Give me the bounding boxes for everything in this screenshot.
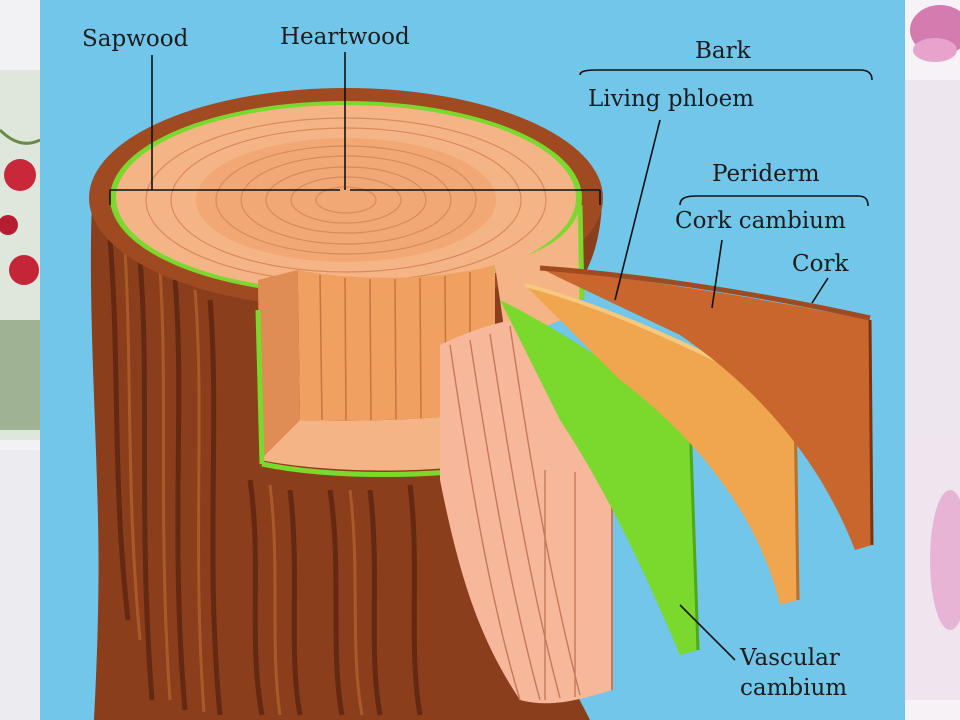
label-sapwood: Sapwood bbox=[82, 26, 189, 52]
phloem-slab bbox=[525, 285, 798, 605]
label-living-phloem: Living phloem bbox=[588, 86, 754, 112]
label-cork: Cork bbox=[792, 251, 849, 277]
label-heartwood: Heartwood bbox=[280, 24, 410, 50]
label-bark: Bark bbox=[695, 38, 751, 64]
tree-trunk-diagram bbox=[89, 52, 874, 720]
label-cork-cambium: Cork cambium bbox=[675, 208, 846, 234]
berries-photo-fragment bbox=[0, 0, 40, 720]
cork-slab bbox=[540, 268, 872, 550]
left-background-strip bbox=[0, 0, 40, 720]
label-cambium: cambium bbox=[740, 675, 848, 701]
vascular-cambium-slab bbox=[500, 300, 698, 655]
bark-texture bbox=[107, 239, 423, 716]
diagram-panel: Sapwood Heartwood Bark Living phloem Per… bbox=[40, 0, 905, 720]
flower-photo-fragment bbox=[905, 0, 960, 720]
leader-lines bbox=[109, 52, 873, 661]
right-background-strip bbox=[905, 0, 960, 720]
cutaway-inner-face bbox=[258, 270, 300, 460]
growth-rings bbox=[145, 117, 547, 283]
label-periderm: Periderm bbox=[712, 161, 820, 187]
label-vascular: Vascular bbox=[740, 645, 840, 671]
